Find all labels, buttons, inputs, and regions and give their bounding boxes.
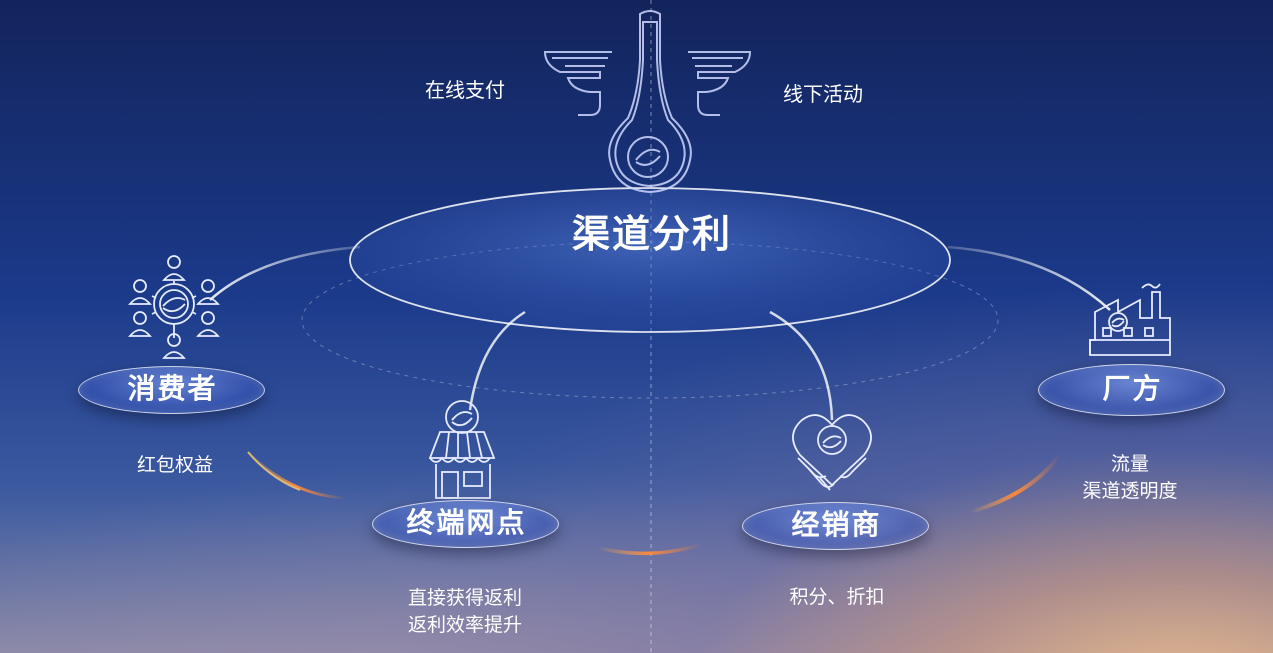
distributor-label: 经销商 xyxy=(791,508,882,541)
accent-arc-right xyxy=(969,453,1062,514)
consumer-desc: 红包权益 xyxy=(100,452,250,479)
connector-terminal xyxy=(468,310,526,411)
terminal-desc-line-2: 返利效率提升 xyxy=(407,614,522,636)
consumer-desc-line: 红包权益 xyxy=(136,454,213,476)
factory-icon xyxy=(1089,283,1171,356)
accent-arc-center xyxy=(597,543,701,556)
manufacturer-desc: 流量 渠道透明度 xyxy=(1055,451,1205,505)
consumer-pill xyxy=(78,366,265,414)
people-network-icon xyxy=(128,255,220,359)
terminal-label: 终端网点 xyxy=(406,506,527,539)
accent-arc-left xyxy=(246,450,346,500)
terminal-desc-line-1: 直接获得返利 xyxy=(407,587,522,609)
offline-activity-label: 线下活动 xyxy=(783,82,863,106)
terminal-pill xyxy=(372,500,559,548)
distributor-pill xyxy=(742,502,929,550)
handshake-heart-icon xyxy=(792,414,872,491)
connector-manufacturer xyxy=(947,245,1111,311)
distributor-desc-line: 积分、折扣 xyxy=(789,586,885,608)
distributor-desc: 积分、折扣 xyxy=(757,584,917,611)
terminal-desc: 直接获得返利 返利效率提升 xyxy=(375,585,555,639)
center-title: 渠道分利 xyxy=(572,212,733,256)
manufacturer-desc-line-2: 渠道透明度 xyxy=(1082,480,1178,502)
connector-distributor xyxy=(769,310,834,421)
manufacturer-desc-line-1: 流量 xyxy=(1110,453,1149,475)
center-ellipse xyxy=(349,187,951,333)
bottle-wings-logo-icon xyxy=(543,10,752,194)
consumer-label: 消费者 xyxy=(127,372,218,405)
manufacturer-label: 厂方 xyxy=(1102,372,1163,405)
online-payment-label: 在线支付 xyxy=(425,78,505,102)
storefront-icon xyxy=(428,400,496,499)
manufacturer-pill xyxy=(1038,364,1225,416)
outer-dashed-ring xyxy=(301,241,999,399)
connector-consumer xyxy=(209,245,361,301)
